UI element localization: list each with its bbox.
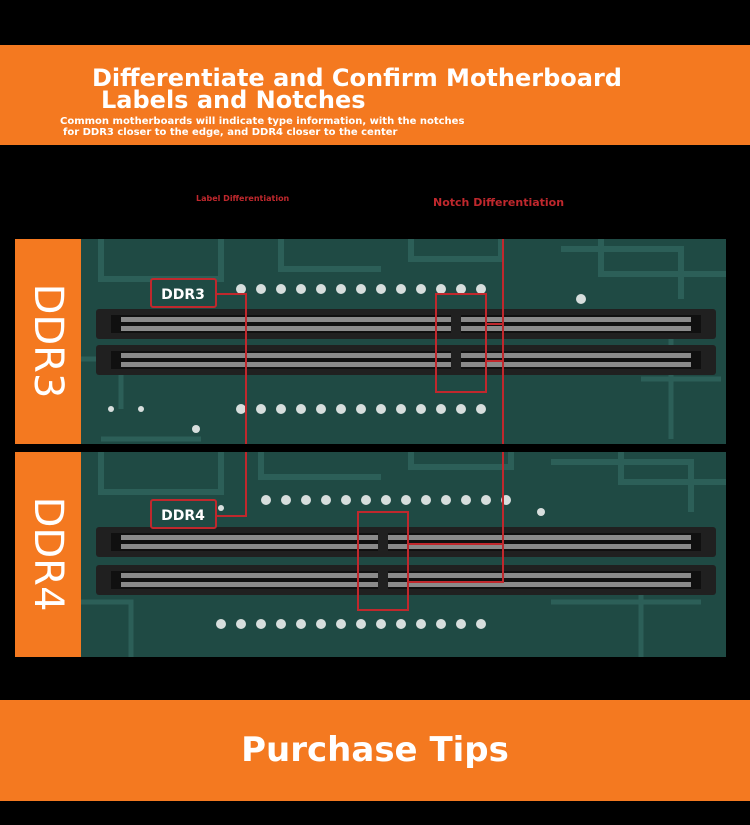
ddr3-notch-callout-line	[486, 239, 504, 444]
notch-differentiation-callout: Notch Differentiation	[433, 196, 565, 209]
ddr3-label-callout-line	[216, 293, 247, 444]
ddr3-panel: DDR3 DDR3	[15, 239, 726, 444]
ddr4-label-highlight-box	[150, 499, 217, 529]
ddr4-side-label: DDR4	[15, 452, 81, 657]
ddr3-slot-bottom	[96, 345, 716, 375]
header-banner: Differentiate and Confirm Motherboard La…	[0, 45, 750, 145]
ddr3-notch-highlight-box	[435, 293, 487, 393]
page-subtitle: Common motherboards will indicate type i…	[60, 116, 520, 138]
purchase-tips-banner: Purchase Tips	[0, 700, 750, 801]
label-differentiation-callout: Label Differentiation	[196, 194, 290, 203]
page-title: Differentiate and Confirm Motherboard La…	[92, 64, 652, 114]
ddr3-side-label: DDR3	[15, 239, 81, 444]
purchase-tips-title: Purchase Tips	[241, 730, 509, 770]
ddr3-slot-top	[96, 309, 716, 339]
ddr4-slot-bottom	[96, 565, 716, 595]
ddr3-side-text: DDR3	[25, 283, 71, 399]
ddr4-motherboard-photo: DDR4	[81, 452, 726, 657]
ddr4-side-text: DDR4	[25, 496, 71, 612]
subtitle-line-2: for DDR3 closer to the edge, and DDR4 cl…	[63, 127, 398, 138]
title-line-2: Labels and Notches	[101, 86, 366, 114]
ddr3-motherboard-photo: DDR3	[81, 239, 726, 444]
ddr3-board-label: DDR3	[161, 287, 205, 303]
ddr4-notch-highlight-box	[357, 511, 409, 611]
ddr4-notch-callout-line	[408, 452, 504, 583]
subtitle-line-1: Common motherboards will indicate type i…	[60, 116, 465, 127]
ddr4-board-label: DDR4	[161, 508, 205, 524]
ddr4-slot-top	[96, 527, 716, 557]
panel-divider	[0, 444, 750, 452]
title-line-1: Differentiate and Confirm Motherboard	[92, 64, 622, 92]
ddr4-label-callout-line	[216, 452, 247, 517]
ddr4-panel: DDR4 DDR4	[15, 452, 726, 657]
